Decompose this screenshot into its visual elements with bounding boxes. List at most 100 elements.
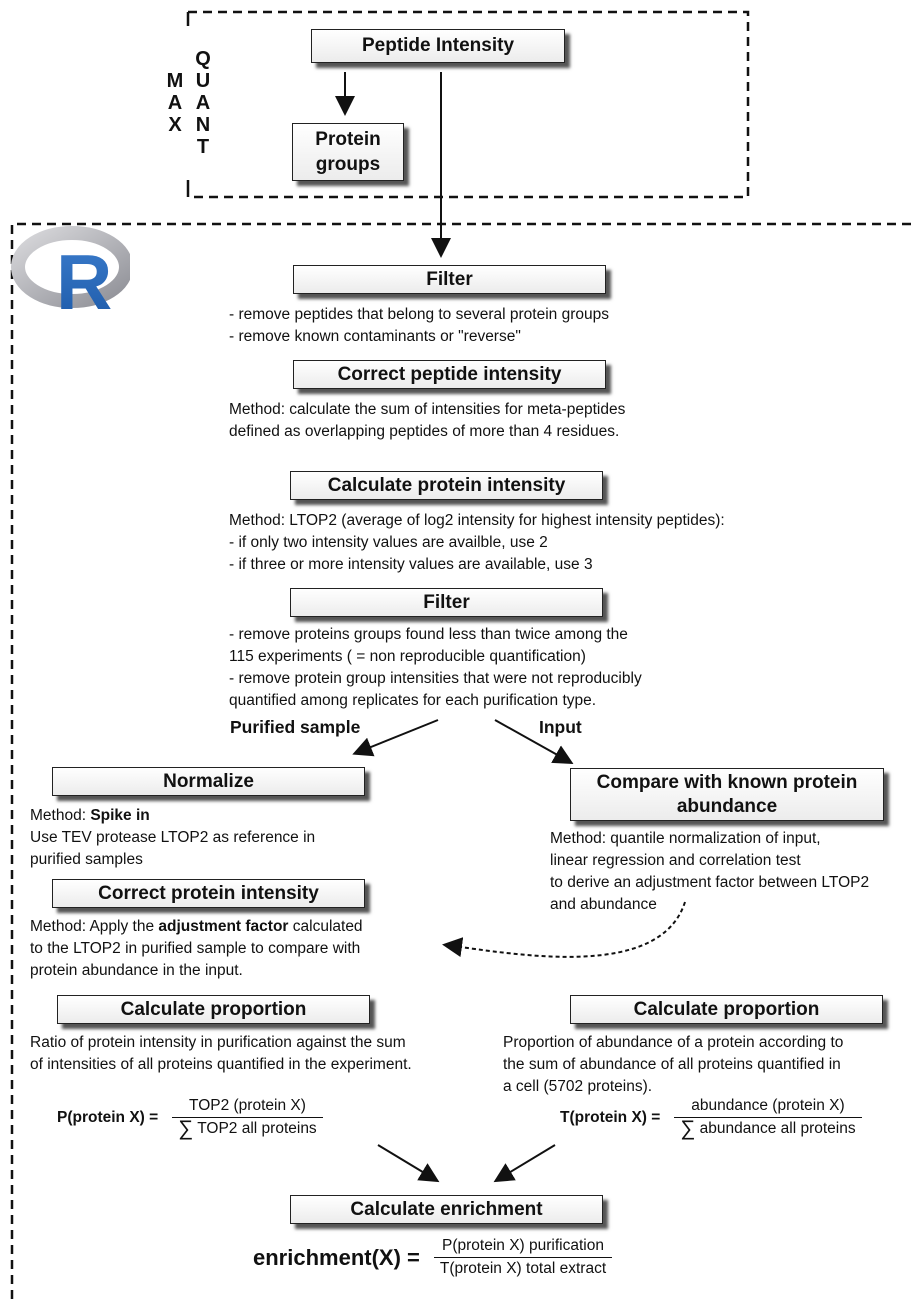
correct-protein-label: Correct protein intensity [98,882,319,904]
filter-box-1: Filter [293,265,606,294]
sum-symbol: ∑ [680,1117,696,1140]
formula-lhs: T(protein X) = [560,1108,661,1126]
fraction: abundance (protein X) ∑ abundance all pr… [674,1097,862,1140]
text-fragment: Method: Apply the [30,918,159,935]
text-line: of intensities of all proteins quantifie… [30,1056,412,1073]
maxquant-letter: A [167,92,183,114]
fraction-denominator-text: TOP2 all proteins [197,1120,317,1137]
fraction-numerator: TOP2 (protein X) [189,1097,306,1114]
text-line: Ratio of protein intensity in purificati… [30,1034,406,1051]
correct-protein-box: Correct protein intensity [52,879,365,908]
fraction-denominator-text: abundance all proteins [699,1120,856,1137]
maxquant-letter: A [195,92,211,114]
calc-enrichment-box: Calculate enrichment [290,1195,603,1224]
text-line: Proportion of abundance of a protein acc… [503,1034,844,1051]
maxquant-frame [188,10,750,199]
proportion-right-text: Proportion of abundance of a protein acc… [503,1032,843,1098]
maxquant-letter: M [166,70,184,92]
arrow-to-purified [352,719,439,757]
text-line: - if three or more intensity values are … [229,556,593,573]
correct-protein-text: Method: Apply the adjustment factor calc… [30,916,363,982]
filter2-text: - remove proteins groups found less than… [229,624,642,712]
text-line: 115 experiments ( = non reproducible qua… [229,648,586,665]
calc-protein-box: Calculate protein intensity [290,471,603,500]
arrow-right-to-enrichment [493,1144,556,1183]
correct-peptide-text: Method: calculate the sum of intensities… [229,399,625,443]
maxquant-letter: N [195,114,211,136]
text-line: Method: quantile normalization of input, [550,830,821,847]
fraction-numerator: P(protein X) purification [442,1237,604,1254]
correct-peptide-label: Correct peptide intensity [337,363,562,385]
formula-t: T(protein X) = abundance (protein X) ∑ a… [560,1097,862,1140]
normalize-box: Normalize [52,767,365,796]
r-logo: R [11,226,130,321]
text-line: Use TEV protease LTOP2 as reference in [30,829,316,846]
compare-label: abundance [676,795,778,817]
maxquant-letter: U [195,70,211,92]
text-emphasis: adjustment factor [158,918,289,935]
proportion-left-text: Ratio of protein intensity in purificati… [30,1032,412,1076]
text-line: - remove protein group intensities that … [229,670,642,687]
fraction: TOP2 (protein X) ∑ TOP2 all proteins [172,1097,323,1140]
compare-label: Compare with known protein [596,771,858,793]
calc-protein-label: Calculate protein intensity [327,474,566,496]
text-line: - remove known contaminants or "reverse" [229,328,521,345]
fraction-numerator: abundance (protein X) [691,1097,845,1114]
text-line: Method: Apply the adjustment factor calc… [30,916,363,938]
text-line: linear regression and correlation test [550,852,801,869]
text-line: protein abundance in the input. [30,962,243,979]
formula-lhs: enrichment(X) = [253,1244,420,1270]
text-line: Method: calculate the sum of intensities… [229,401,626,418]
filter-box-2: Filter [290,588,603,617]
peptide-intensity-label: Peptide Intensity [361,35,515,56]
fraction-denominator: T(protein X) total extract [433,1257,613,1278]
calc-enrichment-label: Calculate enrichment [350,1198,543,1220]
compare-text: Method: quantile normalization of input,… [550,828,869,916]
maxquant-label: M A X Q U A N T [165,28,213,176]
formula-p: P(protein X) = TOP2 (protein X) ∑ TOP2 a… [57,1097,323,1140]
text-line: - remove proteins groups found less than… [229,626,628,643]
text-line: defined as overlapping peptides of more … [229,423,620,440]
filter-label: Filter [423,591,470,613]
peptide-intensity-box: Peptide Intensity [311,29,565,63]
text-line: - remove peptides that belong to several… [229,306,609,323]
branch-label-input: Input [539,717,582,737]
text-line: and abundance [550,896,657,913]
text-line: purified samples [30,851,143,868]
text-line: quantified among replicates for each pur… [229,692,597,709]
maxquant-col-quant: Q U A N T [193,48,213,158]
text-line: - if only two intensity values are avail… [229,534,548,551]
calc-proportion-right-box: Calculate proportion [570,995,883,1024]
formula-enrichment: enrichment(X) = P(protein X) purificatio… [253,1237,613,1278]
text-line: the sum of abundance of all proteins qua… [503,1056,841,1073]
calc-proportion-left-box: Calculate proportion [57,995,370,1024]
text-line: a cell (5702 proteins). [503,1078,653,1095]
text-emphasis: Spike in [90,807,150,824]
text-line: to derive an adjustment factor between L… [550,874,870,891]
text-line: to the LTOP2 in purified sample to compa… [30,940,361,957]
normalize-text: Method: Spike in Use TEV protease LTOP2 … [30,805,315,871]
fraction: P(protein X) purification T(protein X) t… [433,1237,613,1278]
calc-proportion-label: Calculate proportion [633,998,820,1020]
r-logo-letter: R [56,238,112,321]
maxquant-letter: X [168,114,182,136]
normalize-label: Normalize [163,770,254,792]
calc-protein-text: Method: LTOP2 (average of log2 intensity… [229,510,725,576]
maxquant-col-max: M A X [165,70,185,136]
filter1-text: - remove peptides that belong to several… [229,304,609,348]
text-fragment: calculated [288,918,363,935]
branch-label-purified: Purified sample [230,717,361,737]
protein-groups-label: groups [315,154,381,175]
filter-label: Filter [426,268,473,290]
compare-abundance-box: Compare with known protein abundance [570,768,884,821]
arrow-left-to-enrichment [377,1144,440,1183]
fraction-denominator: ∑ abundance all proteins [674,1117,862,1140]
maxquant-letter: T [196,136,210,158]
formula-lhs: P(protein X) = [57,1108,159,1126]
sum-symbol: ∑ [178,1117,194,1140]
fraction-denominator: ∑ TOP2 all proteins [172,1117,323,1140]
correct-peptide-box: Correct peptide intensity [293,360,606,389]
calc-proportion-label: Calculate proportion [120,998,307,1020]
protein-groups-label: Protein [315,129,381,150]
